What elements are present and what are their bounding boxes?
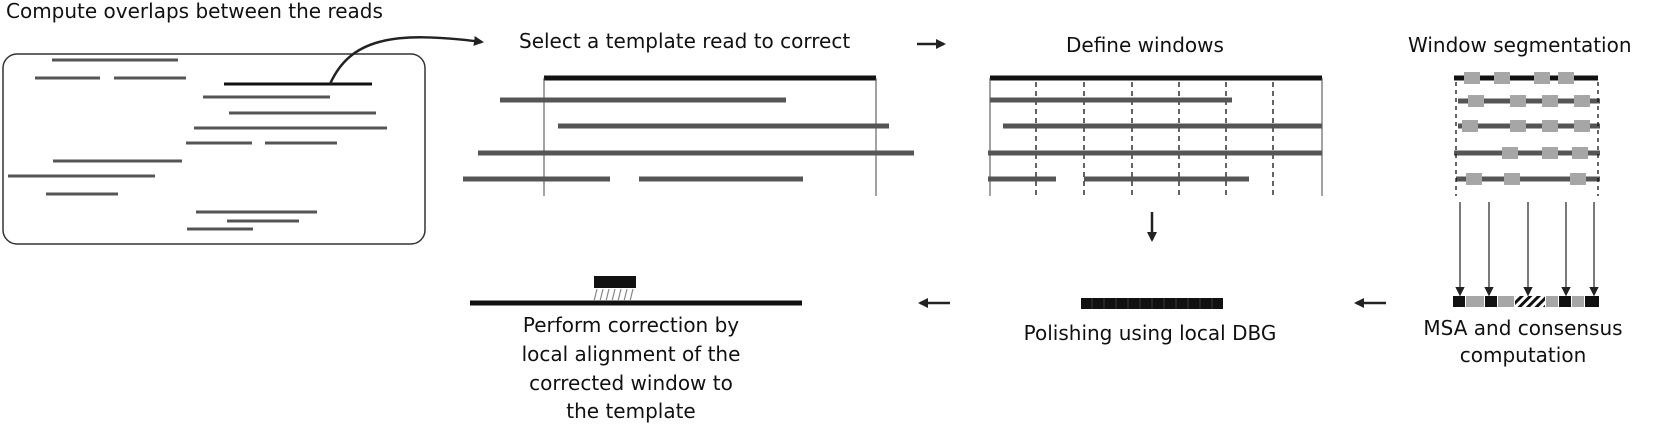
segment-block (1468, 95, 1484, 107)
segmentation-label: Window segmentation (1408, 33, 1632, 57)
consensus-cell (1546, 296, 1558, 307)
aligned-reads (463, 97, 914, 182)
segmentation-panel: Window segmentation (1354, 33, 1632, 367)
segment-block (1510, 120, 1526, 132)
correction-label-line-3: corrected window to (529, 371, 733, 395)
segment-block (1572, 147, 1588, 159)
consensus-cell (1515, 296, 1545, 307)
consensus-cell (1485, 296, 1497, 307)
consensus-cell (1572, 296, 1584, 307)
window-reads (988, 97, 1322, 182)
polished-window-ticks (1091, 298, 1213, 309)
windows-label: Define windows (1066, 33, 1224, 57)
msa-label-line-1: MSA and consensus (1423, 316, 1622, 340)
segment-block (1462, 120, 1478, 132)
segment-block (1494, 72, 1510, 84)
segment-blocks (1462, 72, 1590, 185)
segment-block (1534, 72, 1550, 84)
consensus-cell (1559, 296, 1571, 307)
segment-block (1558, 72, 1574, 84)
template-panel: Select a template read to correct (463, 29, 946, 196)
correction-label-line-2: local alignment of the (522, 342, 741, 366)
segment-block (1542, 120, 1558, 132)
polishing-label: Polishing using local DBG (1024, 321, 1277, 345)
segment-block (1570, 173, 1586, 185)
reads-box (2, 53, 426, 245)
consensus-cell (1498, 296, 1514, 307)
segment-block (1510, 95, 1526, 107)
overlap-reads (8, 58, 387, 231)
segment-boundaries (1455, 82, 1599, 196)
segment-block (1542, 95, 1558, 107)
windows-panel: Define windows (988, 33, 1323, 242)
consensus-cell (1466, 296, 1484, 307)
consensus-cell (1453, 296, 1465, 307)
overlaps-label: Compute overlaps between the reads (6, 0, 383, 23)
template-label: Select a template read to correct (519, 29, 850, 53)
segment-block (1542, 147, 1558, 159)
correction-label-line-4: the template (566, 399, 695, 423)
overlaps-panel: Compute overlaps between the reads (2, 0, 484, 245)
correction-label-line-1: Perform correction by (523, 313, 739, 337)
corrected-window (594, 276, 636, 288)
segment-block (1464, 72, 1480, 84)
segment-block (1574, 120, 1590, 132)
msa-arrows (1455, 202, 1599, 297)
consensus-bar (1453, 296, 1599, 307)
msa-label-line-2: computation (1460, 343, 1587, 367)
correction-panel: Perform correction by local alignment of… (470, 276, 802, 423)
polishing-panel: Polishing using local DBG (918, 298, 1277, 345)
segment-block (1466, 173, 1482, 185)
segment-block (1502, 147, 1518, 159)
segment-block (1504, 173, 1520, 185)
curved-arrow (328, 36, 484, 85)
segment-block (1574, 95, 1590, 107)
consensus-cell (1585, 296, 1599, 307)
alignment-hatch (593, 288, 634, 302)
